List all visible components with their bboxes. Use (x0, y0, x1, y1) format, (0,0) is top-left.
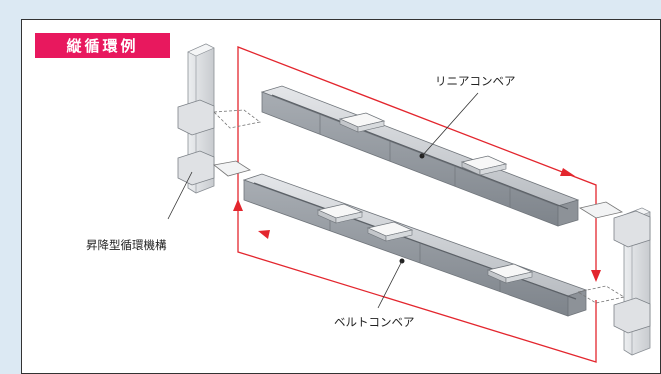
linear-conveyor (260, 85, 580, 227)
belt-slider-3 (486, 263, 534, 284)
leader-lift (167, 171, 193, 220)
belt-slider-1 (316, 203, 364, 224)
direction-arrows (233, 168, 601, 282)
linear-rail-top (260, 85, 580, 207)
right-upper-tray (578, 201, 624, 219)
left-upper-carriage (177, 99, 215, 136)
left-lower-carriage (177, 150, 215, 186)
linear-slider-2 (460, 155, 508, 176)
linear-slider-1 (338, 112, 386, 133)
arrow-icon (560, 168, 575, 176)
linear-conveyor-label: リニアコンベア (435, 74, 516, 88)
arrow-icon (233, 199, 243, 211)
arrow-icon (591, 270, 601, 282)
leader-belt (377, 260, 403, 309)
belt-conveyor (242, 173, 588, 317)
lift-mechanism-label: 昇降型循環機構 (86, 238, 167, 252)
right-upper-carriage (613, 210, 651, 248)
example-badge: 縦循環例 (35, 33, 170, 58)
left-lower-tray (213, 160, 251, 177)
path-front-bottom (237, 208, 597, 363)
belt-slider-2 (366, 221, 414, 242)
right-lower-tray (576, 285, 626, 304)
leader-linear (421, 92, 479, 157)
arrow-icon (258, 230, 270, 239)
left-lift-column (177, 43, 261, 194)
right-lower-carriage (613, 297, 651, 334)
belt-conveyor-label: ベルトコンベア (334, 315, 415, 329)
right-lift-column (576, 201, 651, 356)
left-upper-tray (213, 109, 261, 129)
